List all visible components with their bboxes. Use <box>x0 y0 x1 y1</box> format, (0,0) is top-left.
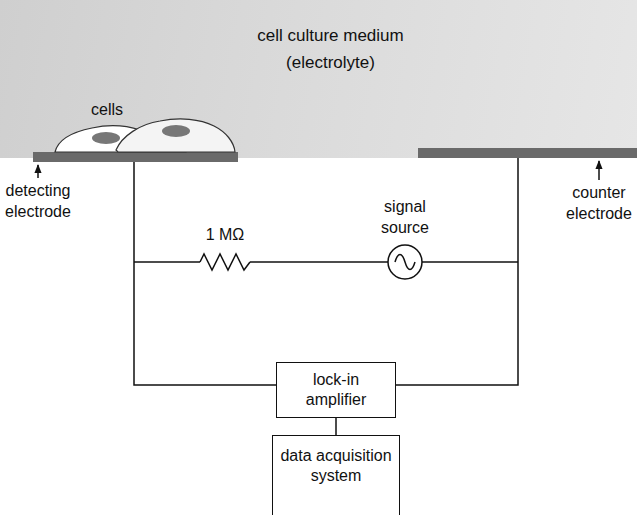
node-heading: data acquisition system <box>277 446 395 486</box>
wire <box>134 162 276 385</box>
cell-nucleus <box>92 132 120 144</box>
node-heading: cell culture medium <box>24 22 637 49</box>
leader-arrow <box>598 161 600 180</box>
component-value: 1 MΩ <box>190 224 260 245</box>
medium-band: cell culture medium(electrolyte) <box>0 0 637 158</box>
wire <box>250 261 388 263</box>
part-label: counter electrode <box>563 182 635 224</box>
counter-electrode <box>418 148 637 158</box>
part-label: detecting electrode <box>2 180 74 222</box>
leader-arrow <box>37 165 39 178</box>
cell-nucleus <box>162 125 190 137</box>
wire <box>422 261 518 263</box>
resistor-symbol <box>200 254 250 270</box>
component-label: signal source <box>370 196 440 238</box>
signal-connector <box>335 418 337 435</box>
node-text: (electrolyte) <box>24 49 637 76</box>
part-label: cells <box>72 99 142 120</box>
cells-and-electrodes <box>0 0 637 170</box>
detecting-electrode <box>33 152 238 162</box>
ac-source-symbol <box>388 245 422 279</box>
node-heading: lock-in amplifier <box>295 370 377 410</box>
sine-symbol <box>395 255 415 270</box>
wire <box>134 261 200 263</box>
cell <box>116 119 235 152</box>
instrument-box: lock-in amplifier <box>276 362 396 418</box>
instrument-box: data acquisition system <box>272 435 400 515</box>
